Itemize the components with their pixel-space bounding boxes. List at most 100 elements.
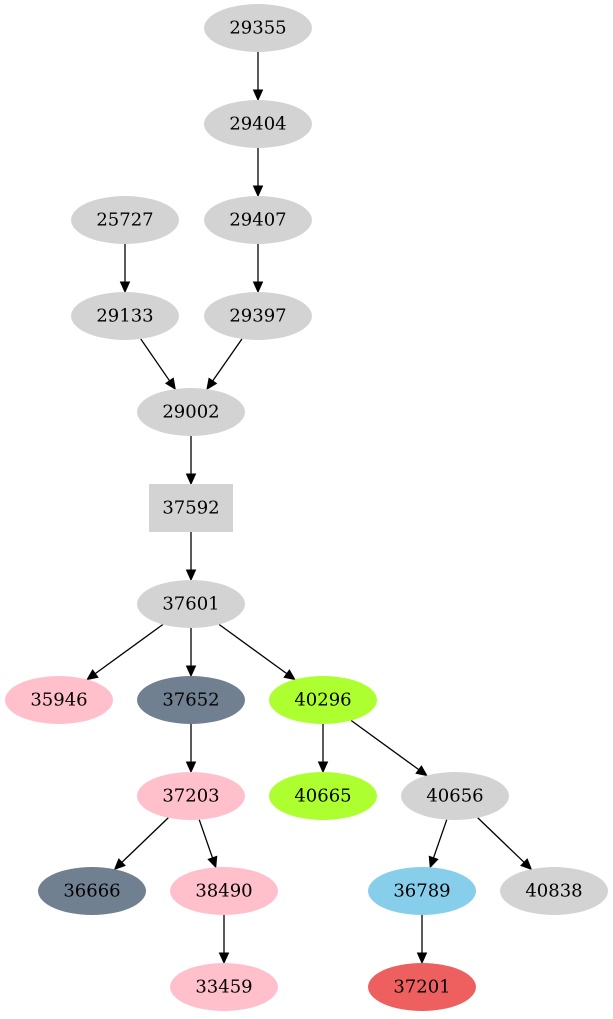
arrowhead-icon — [207, 855, 218, 869]
node-label: 37601 — [162, 594, 219, 615]
node-36666[interactable]: 36666 — [38, 867, 146, 915]
node-29404[interactable]: 29404 — [204, 100, 312, 148]
node-29133[interactable]: 29133 — [71, 292, 179, 340]
node-label: 37201 — [393, 977, 450, 998]
arrowhead-icon — [86, 669, 99, 681]
edge-37203-to-36666 — [113, 817, 169, 871]
arrowhead-icon — [185, 761, 197, 774]
node-29407[interactable]: 29407 — [204, 196, 312, 244]
node-29355[interactable]: 29355 — [204, 4, 312, 52]
node-ellipse-shape — [38, 867, 146, 915]
node-label: 29397 — [229, 306, 286, 327]
edge-29397-to-29002 — [206, 338, 243, 391]
node-label: 33459 — [195, 977, 252, 998]
node-ellipse-shape — [500, 867, 608, 915]
edge-29355-to-29404 — [252, 52, 264, 102]
arrowhead-icon — [185, 473, 197, 486]
node-label: 25727 — [96, 210, 153, 231]
edge-36789-to-37201 — [416, 915, 428, 965]
node-ellipse-shape — [269, 772, 377, 820]
node-ellipse-shape — [137, 676, 245, 724]
node-29002[interactable]: 29002 — [137, 388, 245, 436]
node-40838[interactable]: 40838 — [500, 867, 608, 915]
arrowhead-icon — [416, 952, 428, 965]
node-label: 29002 — [162, 402, 219, 423]
node-35946[interactable]: 35946 — [5, 676, 113, 724]
edge-37652-to-37203 — [185, 724, 197, 774]
node-label: 40838 — [525, 881, 582, 902]
node-29397[interactable]: 29397 — [204, 292, 312, 340]
edge-38490-to-33459 — [218, 915, 230, 965]
node-label: 37203 — [162, 786, 219, 807]
edge-line — [218, 623, 288, 675]
node-label: 37652 — [162, 690, 219, 711]
node-37601[interactable]: 37601 — [137, 580, 245, 628]
nodes-layer: 29355 29404 25727 29407 29133 29397 29002 37592… — [5, 4, 608, 1011]
node-label: 35946 — [30, 690, 87, 711]
node-ellipse-shape — [71, 196, 179, 244]
arrowhead-icon — [252, 281, 264, 294]
edge-37601-to-40296 — [218, 623, 296, 681]
edge-line — [477, 817, 525, 863]
node-37203[interactable]: 37203 — [137, 772, 245, 820]
node-36789[interactable]: 36789 — [368, 867, 476, 915]
node-ellipse-shape — [137, 388, 245, 436]
arrowhead-icon — [252, 89, 264, 102]
arrowhead-icon — [206, 377, 218, 391]
arrowhead-icon — [317, 761, 329, 774]
edge-40656-to-40838 — [477, 817, 533, 871]
node-40296[interactable]: 40296 — [269, 676, 377, 724]
node-label: 29133 — [96, 306, 153, 327]
node-ellipse-shape — [401, 772, 509, 820]
node-label: 38490 — [195, 881, 252, 902]
node-ellipse-shape — [204, 196, 312, 244]
edge-40296-to-40656 — [350, 719, 428, 777]
node-label: 37592 — [162, 498, 219, 519]
edges-layer — [86, 52, 533, 965]
node-ellipse-shape — [170, 867, 278, 915]
node-ellipse-shape — [137, 772, 245, 820]
edge-29133-to-29002 — [140, 338, 176, 391]
node-label: 36789 — [393, 881, 450, 902]
node-ellipse-shape — [137, 580, 245, 628]
node-label: 40665 — [294, 786, 351, 807]
arrowhead-icon — [119, 281, 131, 294]
edge-line — [212, 338, 243, 382]
node-37201[interactable]: 37201 — [368, 963, 476, 1011]
edge-40296-to-40665 — [317, 724, 329, 774]
node-38490[interactable]: 38490 — [170, 867, 278, 915]
node-ellipse-shape — [71, 292, 179, 340]
node-ellipse-shape — [368, 867, 476, 915]
arrowhead-icon — [415, 765, 428, 777]
edge-25727-to-29133 — [119, 244, 131, 294]
arrowhead-icon — [185, 569, 197, 582]
edge-line — [121, 817, 169, 863]
edge-line — [94, 623, 164, 675]
edge-line — [432, 819, 448, 859]
arrowhead-icon — [252, 185, 264, 198]
node-label: 29355 — [229, 18, 286, 39]
arrowhead-icon — [520, 858, 533, 871]
edge-29002-to-37592 — [185, 436, 197, 486]
edge-line — [350, 719, 420, 771]
node-37652[interactable]: 37652 — [137, 676, 245, 724]
node-40656[interactable]: 40656 — [401, 772, 509, 820]
edge-29404-to-29407 — [252, 148, 264, 198]
node-label: 29404 — [229, 114, 286, 135]
arrowhead-icon — [185, 665, 197, 678]
node-25727[interactable]: 25727 — [71, 196, 179, 244]
edge-37203-to-38490 — [198, 819, 218, 869]
edge-37601-to-37652 — [185, 628, 197, 678]
node-ellipse-shape — [204, 100, 312, 148]
node-33459[interactable]: 33459 — [170, 963, 278, 1011]
node-37592[interactable]: 37592 — [149, 484, 233, 532]
node-box-shape — [149, 484, 233, 532]
node-40665[interactable]: 40665 — [269, 772, 377, 820]
edge-29407-to-29397 — [252, 244, 264, 294]
arrowhead-icon — [428, 855, 439, 869]
node-label: 40296 — [294, 690, 351, 711]
node-label: 29407 — [229, 210, 286, 231]
node-ellipse-shape — [269, 676, 377, 724]
node-label: 36666 — [63, 881, 120, 902]
